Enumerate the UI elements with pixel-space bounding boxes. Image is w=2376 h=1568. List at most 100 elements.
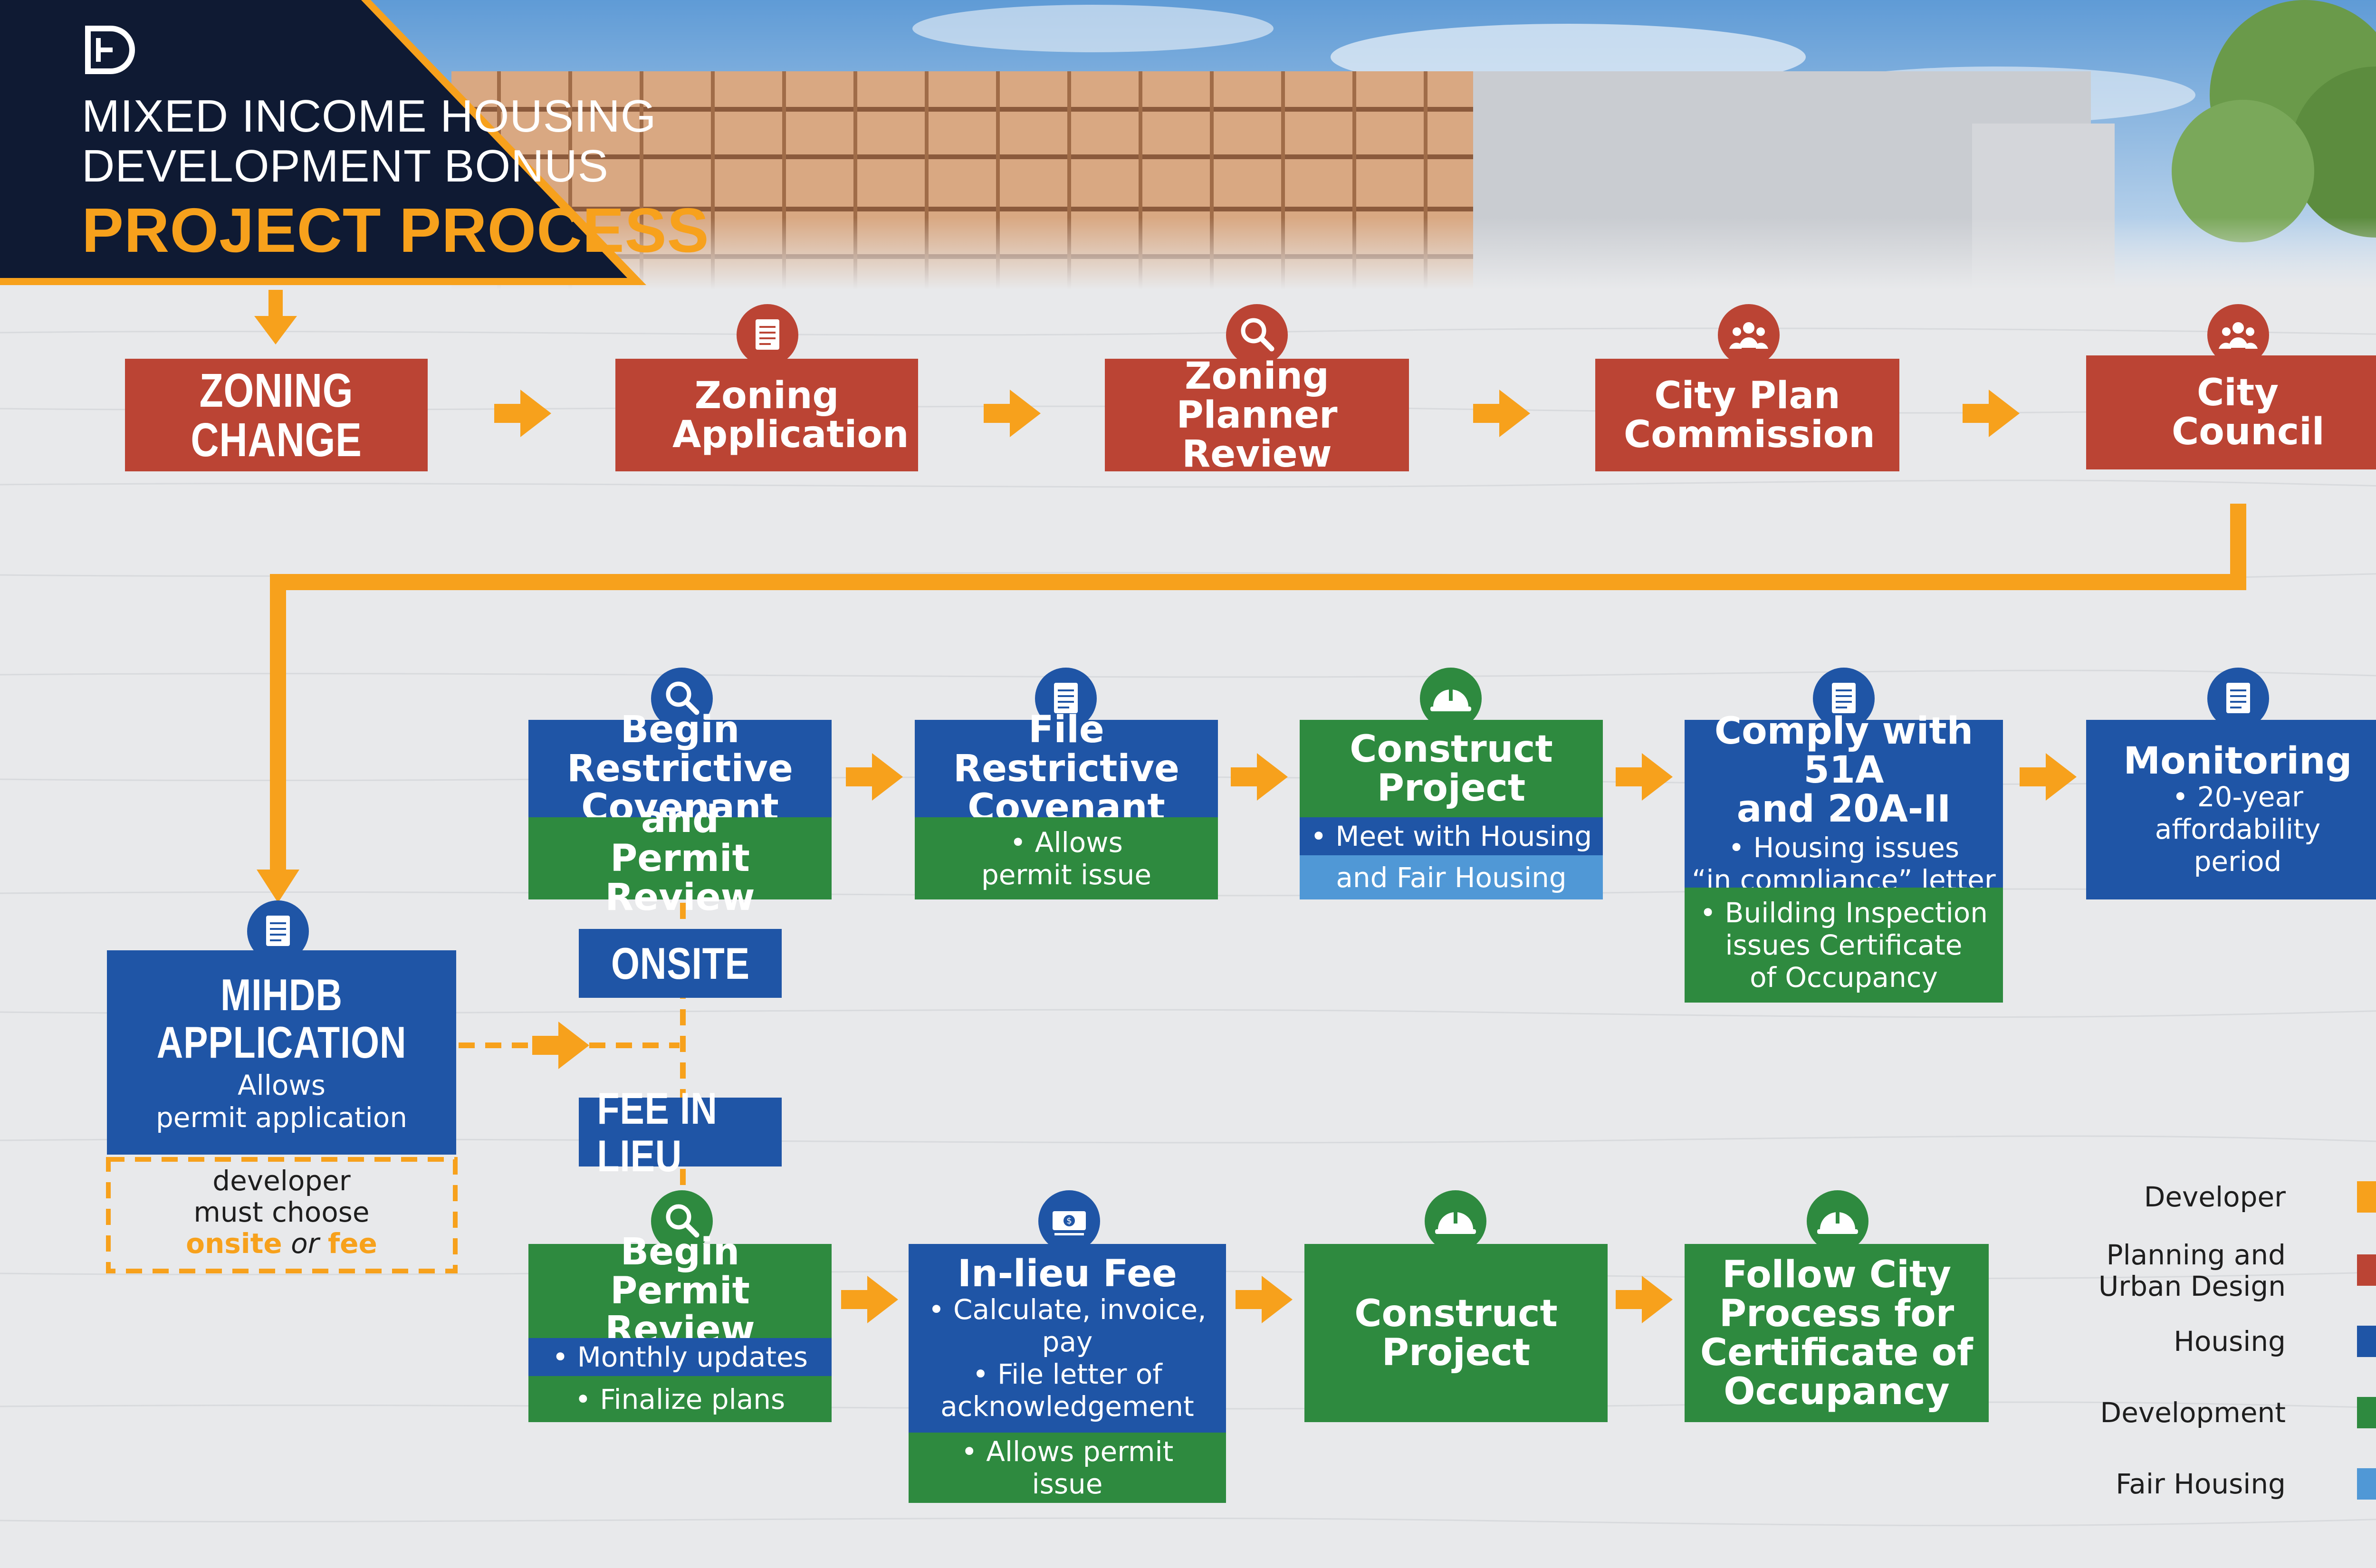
bpr-note-1: • Monthly updates bbox=[552, 1341, 808, 1373]
follow-city-process-box[interactable]: Follow City Process for Certificate of O… bbox=[1685, 1244, 1989, 1422]
arrow-right-icon bbox=[1963, 390, 2020, 437]
onsite-label: ONSITE bbox=[611, 938, 750, 988]
legend-planning-label: Planning and Urban Design bbox=[2098, 1239, 2286, 1302]
arrow-right-icon bbox=[841, 1276, 898, 1323]
frc-title-1: File Restrictive bbox=[953, 708, 1179, 790]
fee-sub-1: • Allows permit bbox=[961, 1435, 1174, 1468]
zoning-planner-review-box[interactable]: Zoning Planner Review bbox=[1105, 354, 1409, 476]
fcp-title-2: Process for bbox=[1719, 1292, 1954, 1335]
legend-developer-swatch bbox=[2357, 1181, 2376, 1213]
city-plan-commission-box[interactable]: City Plan Commission bbox=[1595, 359, 1899, 471]
frc-note-2: permit issue bbox=[981, 858, 1152, 891]
legend-planning-swatch bbox=[2357, 1254, 2376, 1286]
mihdb-note-line-1: Allows bbox=[237, 1069, 326, 1101]
fee-in-lieu-tag[interactable]: FEE IN LIEU bbox=[579, 1084, 782, 1179]
choice-line-3: onsite or fee bbox=[112, 1228, 451, 1259]
legend-developer-label: Developer bbox=[2144, 1181, 2286, 1213]
cpo-title-2: Project bbox=[1377, 766, 1526, 810]
legend-development-swatch bbox=[2357, 1397, 2376, 1428]
monitoring-box[interactable]: Monitoring • 20-year affordability perio… bbox=[2086, 720, 2376, 899]
document-icon bbox=[1035, 668, 1097, 729]
fee-title: In-lieu Fee bbox=[958, 1252, 1177, 1295]
svg-text:$: $ bbox=[1066, 1216, 1072, 1226]
zoning-application-box[interactable]: Zoning Application bbox=[615, 359, 918, 471]
developer-choice-note: developer must choose onsite or fee bbox=[112, 1165, 451, 1259]
brc-title-1: Begin Restrictive bbox=[567, 708, 793, 790]
arrow-right-icon bbox=[2020, 753, 2077, 801]
zoning-change-line-1: ZONING bbox=[199, 363, 354, 417]
hardhat-icon bbox=[1807, 1190, 1868, 1252]
legend-fair-housing-swatch bbox=[2357, 1468, 2376, 1500]
comply-note-1: • Housing issues bbox=[1728, 831, 1960, 864]
hardhat-icon bbox=[1425, 1190, 1486, 1252]
magnifier-icon bbox=[1226, 304, 1288, 366]
fcp-title-3: Certificate of bbox=[1700, 1331, 1974, 1374]
arrow-right-icon bbox=[532, 1022, 589, 1069]
construct-project-onsite-box[interactable]: Construct Project • Meet with Housing an… bbox=[1300, 720, 1603, 899]
bpr-note-2: • Finalize plans bbox=[575, 1383, 786, 1415]
legend-development-label: Development bbox=[2100, 1396, 2286, 1429]
arrow-right-icon bbox=[1616, 1276, 1673, 1323]
onsite-tag[interactable]: ONSITE bbox=[579, 929, 782, 998]
title-main: PROJECT PROCESS bbox=[82, 195, 709, 265]
begin-permit-review-box[interactable]: Begin Permit Review • Monthly updates • … bbox=[528, 1233, 832, 1422]
arrow-right-icon bbox=[1236, 1276, 1293, 1323]
fee-sub-2: issue bbox=[1032, 1468, 1103, 1500]
cpo-note-2: and Fair Housing bbox=[1336, 861, 1567, 894]
cpo-note-1: • Meet with Housing bbox=[1310, 820, 1592, 852]
zoning-planner-review-title: Zoning Planner Review bbox=[1176, 354, 1338, 476]
monitoring-note-2: affordability bbox=[2155, 813, 2321, 845]
cpo-title-1: Construct bbox=[1350, 727, 1553, 771]
document-icon bbox=[737, 304, 798, 366]
arrow-right-icon bbox=[846, 753, 903, 801]
title-line-1: MIXED INCOME HOUSING bbox=[82, 91, 657, 142]
fee-note-1: • Calculate, invoice, bbox=[928, 1293, 1207, 1326]
choice-fee: fee bbox=[327, 1227, 377, 1260]
comply-51a-box[interactable]: Comply with 51A and 20A-II • Housing iss… bbox=[1685, 712, 2003, 1003]
legend-housing-swatch bbox=[2357, 1326, 2376, 1357]
mihdb-application-box[interactable]: MIHDB APPLICATION Allows permit applicat… bbox=[107, 950, 456, 1155]
monitoring-title: Monitoring bbox=[2123, 740, 2352, 783]
choice-onsite: onsite bbox=[186, 1227, 282, 1260]
city-council-title: City Council bbox=[2172, 372, 2325, 453]
city-plan-commission-title: City Plan Commission bbox=[1624, 374, 1875, 456]
cpf-title-1: Construct bbox=[1354, 1292, 1558, 1335]
fee-note-4: acknowledgement bbox=[940, 1390, 1194, 1423]
legend-planning-line-2: Urban Design bbox=[2098, 1270, 2286, 1302]
begin-restrictive-covenant-box[interactable]: Begin Restrictive Covenant and Permit Re… bbox=[528, 710, 832, 917]
legend-planning-line-1: Planning and bbox=[2106, 1239, 2286, 1271]
city-council-box[interactable]: City Council bbox=[2086, 355, 2376, 469]
monitoring-note-3: period bbox=[2194, 845, 2282, 878]
money-icon: $ bbox=[1038, 1190, 1100, 1252]
group-icon bbox=[1718, 304, 1780, 366]
arrow-right-icon bbox=[1473, 390, 1530, 437]
monitoring-note-1: • 20-year bbox=[2172, 781, 2303, 813]
mihdb-title-line-2: APPLICATION bbox=[156, 1017, 407, 1067]
choice-line-1: developer bbox=[212, 1165, 351, 1197]
magnifier-icon bbox=[651, 668, 713, 729]
construct-project-fee-box[interactable]: Construct Project bbox=[1304, 1244, 1608, 1422]
in-lieu-fee-box[interactable]: In-lieu Fee • Calculate, invoice, pay • … bbox=[909, 1244, 1226, 1503]
comply-title-1: Comply with 51A bbox=[1714, 709, 1974, 792]
arrow-right-icon bbox=[984, 390, 1041, 437]
fee-note-3: • File letter of bbox=[972, 1358, 1162, 1390]
fcp-title-1: Follow City bbox=[1722, 1253, 1952, 1296]
mihdb-title-line-1: MIHDB bbox=[220, 970, 343, 1020]
brc-sub-2: Permit Review bbox=[605, 837, 755, 919]
fee-note-2: pay bbox=[1042, 1325, 1093, 1358]
mihdb-note-line-2: permit application bbox=[155, 1101, 408, 1134]
comply-sub-2: issues Certificate bbox=[1725, 929, 1963, 961]
file-restrictive-covenant-box[interactable]: File Restrictive Covenant • Allows permi… bbox=[915, 710, 1218, 899]
arrow-right-icon bbox=[1231, 753, 1288, 801]
zoning-application-title: Zoning Application bbox=[672, 374, 909, 456]
bpr-title-1: Begin bbox=[620, 1231, 740, 1273]
cpf-title-2: Project bbox=[1381, 1331, 1531, 1374]
dallas-logo-icon bbox=[85, 26, 135, 74]
legend-housing-label: Housing bbox=[2174, 1325, 2286, 1358]
fcp-title-4: Occupancy bbox=[1724, 1370, 1950, 1413]
choice-or: or bbox=[291, 1227, 319, 1260]
document-icon bbox=[247, 900, 309, 962]
